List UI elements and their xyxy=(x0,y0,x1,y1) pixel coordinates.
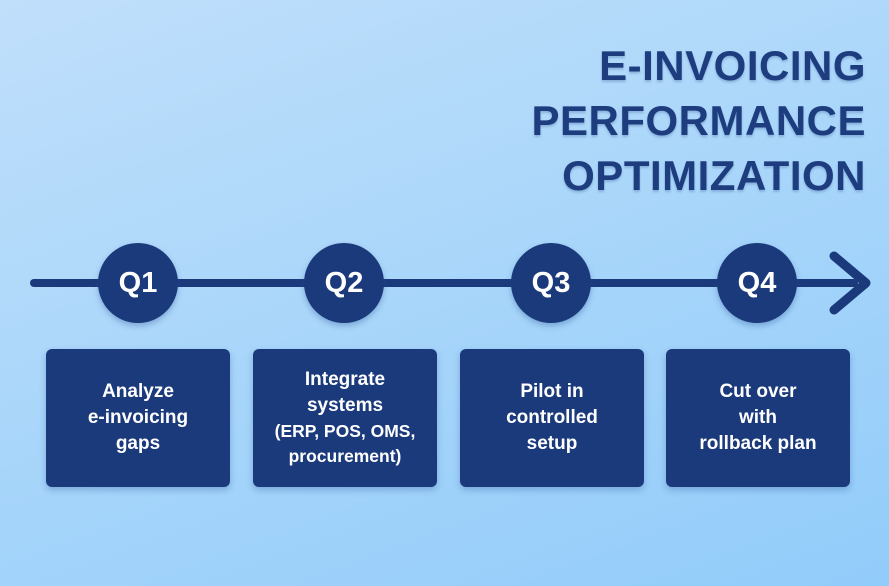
task-box-q3: Pilot in controlled setup xyxy=(460,349,644,487)
task-box-q1-text: Analyze e-invoicing gaps xyxy=(87,381,189,454)
milestone-q2-label: Q2 xyxy=(324,266,364,299)
milestone-q4-label: Q4 xyxy=(737,266,777,299)
task-box-q3-text: Pilot in controlled setup xyxy=(506,381,598,454)
milestone-q1: Q1 xyxy=(98,243,178,323)
arrow-right-icon xyxy=(829,251,871,315)
milestone-q3-label: Q3 xyxy=(531,266,571,299)
timeline-line xyxy=(30,279,858,287)
task-box-q2-detail: (ERP, POS, OMS, procurement) xyxy=(274,421,416,466)
task-box-q2: Integrate systems (ERP, POS, OMS, procur… xyxy=(253,349,437,487)
task-box-q2-text: Integrate systems xyxy=(304,369,386,416)
task-box-q4: Cut over with rollback plan xyxy=(666,349,850,487)
task-box-q4-text: Cut over with rollback plan xyxy=(699,381,817,454)
milestone-q1-label: Q1 xyxy=(118,266,158,299)
milestone-q3: Q3 xyxy=(511,243,591,323)
page-title: E-INVOICING PERFORMANCE OPTIMIZATION xyxy=(531,42,866,199)
milestone-q4: Q4 xyxy=(717,243,797,323)
milestone-q2: Q2 xyxy=(304,243,384,323)
task-box-q1: Analyze e-invoicing gaps xyxy=(46,349,230,487)
